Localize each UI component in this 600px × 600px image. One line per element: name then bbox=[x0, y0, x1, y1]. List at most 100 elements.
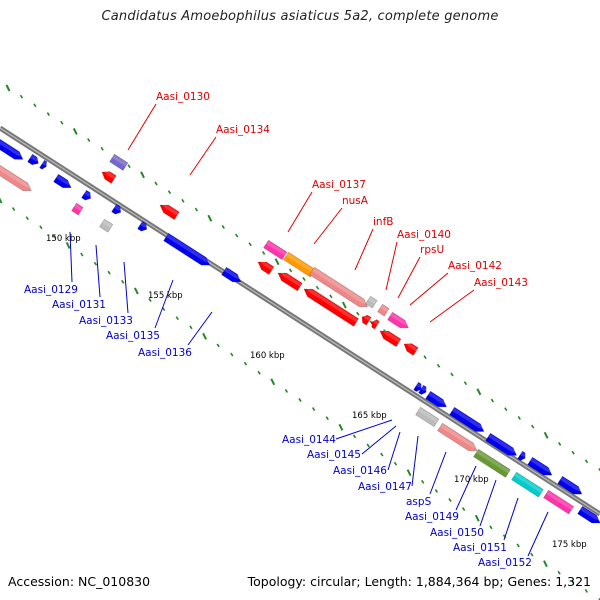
gene-label[interactable]: infB bbox=[373, 216, 393, 228]
gene-arrow bbox=[517, 450, 527, 461]
gene-box-shine bbox=[546, 490, 574, 511]
gene-box bbox=[283, 251, 316, 278]
gene-arrow bbox=[437, 422, 479, 452]
tick-mark bbox=[274, 258, 280, 266]
tick-mark bbox=[0, 197, 3, 204]
tick-mark bbox=[315, 285, 320, 290]
gene-arrow-shine bbox=[312, 267, 369, 306]
tick-mark bbox=[248, 242, 252, 247]
tick-mark bbox=[571, 579, 575, 584]
tick-mark bbox=[369, 320, 373, 325]
gene-label[interactable]: Aasi_0146 bbox=[333, 465, 387, 477]
tick-mark bbox=[5, 84, 11, 92]
tick-mark bbox=[167, 190, 172, 195]
gene-arrow-shine bbox=[452, 407, 486, 430]
gene-arrow-shine bbox=[0, 164, 33, 190]
tick-mark bbox=[60, 120, 64, 125]
gene-box bbox=[71, 202, 84, 216]
tick-mark bbox=[584, 459, 589, 464]
gene-arrow-shine bbox=[166, 233, 211, 264]
gene-label[interactable]: Aasi_0143 bbox=[474, 277, 528, 289]
gene-label[interactable]: Aasi_0149 bbox=[405, 511, 459, 523]
gene-arrow bbox=[309, 266, 369, 308]
gene-arrow bbox=[101, 170, 117, 184]
gene-label[interactable]: Aasi_0140 bbox=[397, 229, 451, 241]
gene-arrow-shine bbox=[530, 457, 553, 474]
tick-label: 170 kbp bbox=[454, 475, 489, 485]
gene-label[interactable]: Aasi_0150 bbox=[430, 527, 484, 539]
gene-arrow-shine bbox=[42, 160, 48, 166]
gene-arrow-shape bbox=[413, 381, 422, 392]
gene-arrow-shape bbox=[485, 432, 518, 456]
gene-arrow bbox=[387, 311, 410, 329]
gene-arrow bbox=[0, 137, 24, 160]
gene-label[interactable]: Aasi_0131 bbox=[52, 299, 106, 311]
tick-mark bbox=[517, 415, 521, 420]
gene-arrow-shape bbox=[527, 456, 553, 476]
gene-arrow-shape bbox=[577, 505, 600, 524]
gene-arrow-shine bbox=[381, 329, 401, 343]
gene-label[interactable]: Aasi_0134 bbox=[216, 124, 270, 136]
gene-label[interactable]: Aasi_0137 bbox=[312, 179, 366, 191]
gene-box-shape bbox=[109, 153, 129, 171]
gene-box bbox=[99, 218, 114, 233]
label-leader-lines bbox=[69, 103, 549, 557]
gene-box bbox=[473, 448, 511, 478]
tick-mark bbox=[72, 127, 78, 135]
tick-mark bbox=[584, 588, 589, 593]
tick-mark bbox=[557, 442, 562, 446]
gene-label[interactable]: aspS bbox=[406, 496, 432, 508]
leader-line bbox=[187, 311, 213, 346]
gene-arrow-shine bbox=[560, 476, 583, 493]
topology-summary: Topology: circular; Length: 1,884,364 bp… bbox=[247, 574, 591, 589]
gene-label[interactable]: rpsU bbox=[420, 244, 444, 256]
gene-label[interactable]: nusA bbox=[342, 195, 369, 207]
gene-arrow-shape bbox=[163, 232, 211, 266]
tick-mark bbox=[140, 171, 145, 179]
gene-label[interactable]: Aasi_0151 bbox=[453, 542, 507, 554]
gene-label[interactable]: Aasi_0144 bbox=[282, 434, 336, 446]
tick-mark bbox=[261, 251, 266, 255]
tick-mark bbox=[189, 325, 193, 330]
gene-label[interactable]: Aasi_0135 bbox=[106, 330, 160, 342]
gene-arrow-shine bbox=[421, 385, 428, 391]
gene-label[interactable]: Aasi_0142 bbox=[448, 260, 502, 272]
gene-box bbox=[543, 489, 575, 515]
gene-label[interactable]: Aasi_0152 bbox=[478, 557, 532, 569]
leader-line bbox=[189, 136, 217, 176]
tick-mark bbox=[11, 207, 16, 212]
gene-arrow bbox=[413, 381, 423, 392]
gene-arrow-shine bbox=[114, 204, 122, 211]
gene-label[interactable]: Aasi_0130 bbox=[156, 91, 210, 103]
gene-label[interactable]: Aasi_0147 bbox=[358, 481, 412, 493]
tick-mark bbox=[127, 164, 131, 169]
gene-arrow bbox=[418, 384, 428, 395]
gene-arrow bbox=[379, 329, 402, 348]
tick-mark bbox=[107, 270, 111, 275]
forward-gene-labels: Aasi_0130 Aasi_0134 Aasi_0137 nusA infB … bbox=[156, 91, 528, 289]
gene-arrow-shine bbox=[224, 267, 242, 281]
leader-line bbox=[95, 244, 101, 298]
gene-arrow-shine bbox=[520, 451, 527, 457]
gene-arrow bbox=[163, 232, 211, 266]
gene-arrow bbox=[361, 314, 372, 326]
tick-mark bbox=[221, 224, 225, 229]
gene-arrow bbox=[111, 203, 122, 215]
gene-label[interactable]: Aasi_0133 bbox=[79, 315, 133, 327]
gene-box bbox=[377, 303, 390, 317]
gene-box-shine bbox=[476, 449, 511, 474]
gene-box-shape bbox=[283, 251, 316, 278]
tick-mark bbox=[80, 252, 84, 257]
gene-box-shine bbox=[112, 154, 128, 167]
tick-mark bbox=[216, 343, 220, 348]
tick-label: 165 kbp bbox=[352, 411, 387, 421]
tick-mark bbox=[175, 316, 179, 321]
tick-mark bbox=[543, 431, 549, 439]
gene-label[interactable]: Aasi_0145 bbox=[307, 449, 361, 461]
tick-label: 150 kbp bbox=[46, 234, 81, 244]
gene-label[interactable]: Aasi_0136 bbox=[138, 347, 192, 359]
gene-label[interactable]: Aasi_0129 bbox=[24, 284, 78, 296]
tick-mark bbox=[39, 225, 43, 230]
tick-label: 155 kbp bbox=[148, 291, 183, 301]
